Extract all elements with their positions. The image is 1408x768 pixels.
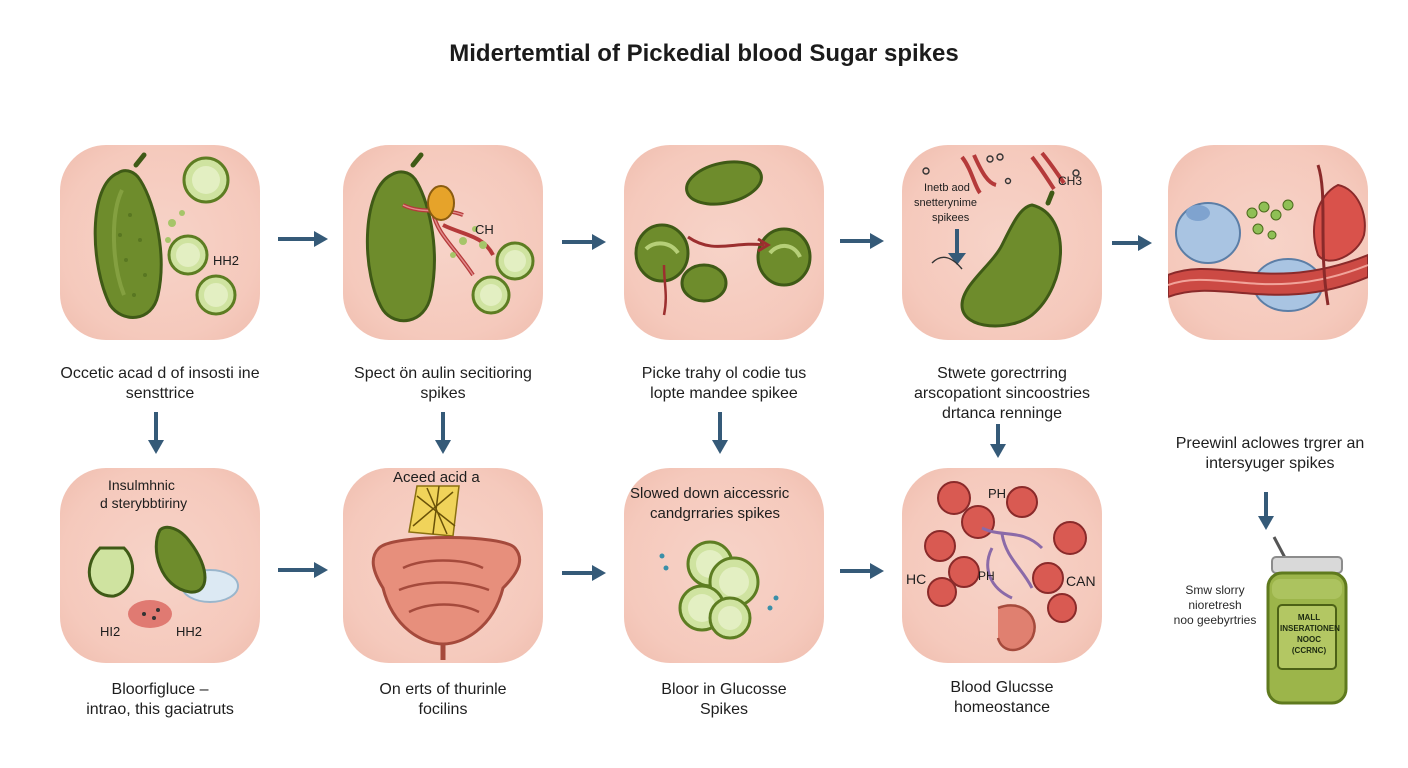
p9-mid-label: PH bbox=[978, 569, 995, 583]
p1-formula: HH2 bbox=[213, 253, 239, 268]
p2-formula: CH bbox=[475, 222, 494, 237]
arrow-right-icon bbox=[278, 229, 330, 249]
p4-text-2: snetterynime bbox=[914, 197, 977, 209]
panel-pickle-vessels: CH bbox=[343, 145, 543, 340]
p9-left-label: HC bbox=[906, 571, 926, 587]
pickles-and-cells-illustration: Insulmhnic d sterybbtiriny HI2 HH2 bbox=[87, 477, 239, 639]
pickle-jar-illustration bbox=[1262, 535, 1352, 710]
p4-text-3: spikees bbox=[932, 212, 970, 224]
blood-cells-illustration: PH HC PH CAN bbox=[906, 481, 1096, 652]
diagram-title: Midertemtial of Pickedial blood Sugar sp… bbox=[449, 40, 959, 67]
arrow-down-icon bbox=[1256, 492, 1276, 532]
pickle-with-slices-illustration: HH2 bbox=[93, 152, 239, 319]
panel-vessel-cells bbox=[1168, 145, 1368, 340]
p4-text-1: Inetb aod bbox=[924, 182, 970, 194]
pickle-vessels-spikes-illustration: Inetb aod snetterynime spikees CH3 bbox=[914, 151, 1082, 328]
p7-text: Aceed acid a bbox=[393, 469, 480, 486]
panel-blood-homeostasis: PH HC PH CAN bbox=[902, 468, 1102, 663]
caption-step-4: Stwete gorectrring arscopationt sincoost… bbox=[913, 365, 1091, 422]
panel-pickle-slices: HH2 bbox=[60, 145, 260, 340]
caption-step-7: On erts of thurinle focilins bbox=[379, 681, 507, 718]
p6-text-1: Insulmhnic bbox=[108, 477, 175, 493]
p4-formula: CH3 bbox=[1058, 174, 1082, 188]
panel-intestine: Aceed acid a bbox=[343, 468, 543, 663]
arrow-right-icon bbox=[840, 231, 886, 251]
caption-step-3: Picke trahy ol codie tus lopte mandee sp… bbox=[641, 365, 807, 402]
panel-insulin-sensitivity: Insulmhnic d sterybbtiriny HI2 HH2 bbox=[60, 468, 260, 663]
pickle-halves-illustration bbox=[634, 160, 812, 316]
p6-formula-left: HI2 bbox=[100, 624, 120, 639]
p8-text-1: Slowed down aiccessric bbox=[630, 485, 790, 502]
jar-icon bbox=[1266, 536, 1348, 705]
caption-step-9: Blood Glucsse homeostance bbox=[950, 679, 1054, 716]
p8-text-2: candgrraries spikes bbox=[650, 505, 780, 522]
jar-label: MALL INSERATIONEN NOOC (CCRNC) bbox=[1280, 613, 1340, 655]
caption-step-5: Preewinl aclowes trgrer an intersyuger s… bbox=[1175, 435, 1365, 472]
p9-top-label: PH bbox=[988, 486, 1006, 501]
arrow-right-icon bbox=[1112, 233, 1154, 253]
arrow-down-icon bbox=[433, 412, 453, 456]
p9-right-label: CAN bbox=[1066, 573, 1096, 589]
vessel-and-cells-illustration bbox=[1168, 164, 1368, 312]
arrow-right-icon bbox=[562, 563, 608, 583]
arrow-right-icon bbox=[278, 560, 330, 580]
arrow-down-icon bbox=[146, 412, 166, 456]
caption-step-1: Occetic acad d of insosti ine sensttrice bbox=[60, 365, 260, 402]
caption-step-6: Bloorfigluce – intrao, this gaciatruts bbox=[86, 681, 234, 718]
arrow-right-icon bbox=[840, 561, 886, 581]
panel-pickle-halves bbox=[624, 145, 824, 340]
arrow-down-icon bbox=[988, 424, 1008, 460]
cucumber-slices-illustration: Slowed down aiccessric candgrraries spik… bbox=[630, 485, 790, 640]
caption-step-8: Bloor in Glucosse Spikes bbox=[661, 681, 787, 718]
intestine-illustration: Aceed acid a bbox=[371, 469, 522, 660]
panel-pickle-spikes: Inetb aod snetterynime spikees CH3 bbox=[902, 145, 1102, 340]
p6-formula-right: HH2 bbox=[176, 624, 202, 639]
pickle-with-vessels-illustration: CH bbox=[365, 152, 535, 323]
panel-slowed-down: Slowed down aiccessric candgrraries spik… bbox=[624, 468, 824, 663]
arrow-right-icon bbox=[562, 232, 608, 252]
arrow-down-icon bbox=[710, 412, 730, 456]
p6-text-2: d sterybbtiriny bbox=[100, 495, 187, 511]
side-note: Smw slorry nioretresh noo geebyrtries bbox=[1173, 583, 1257, 627]
caption-step-2: Spect ön aulin secitioring spikes bbox=[354, 365, 532, 402]
